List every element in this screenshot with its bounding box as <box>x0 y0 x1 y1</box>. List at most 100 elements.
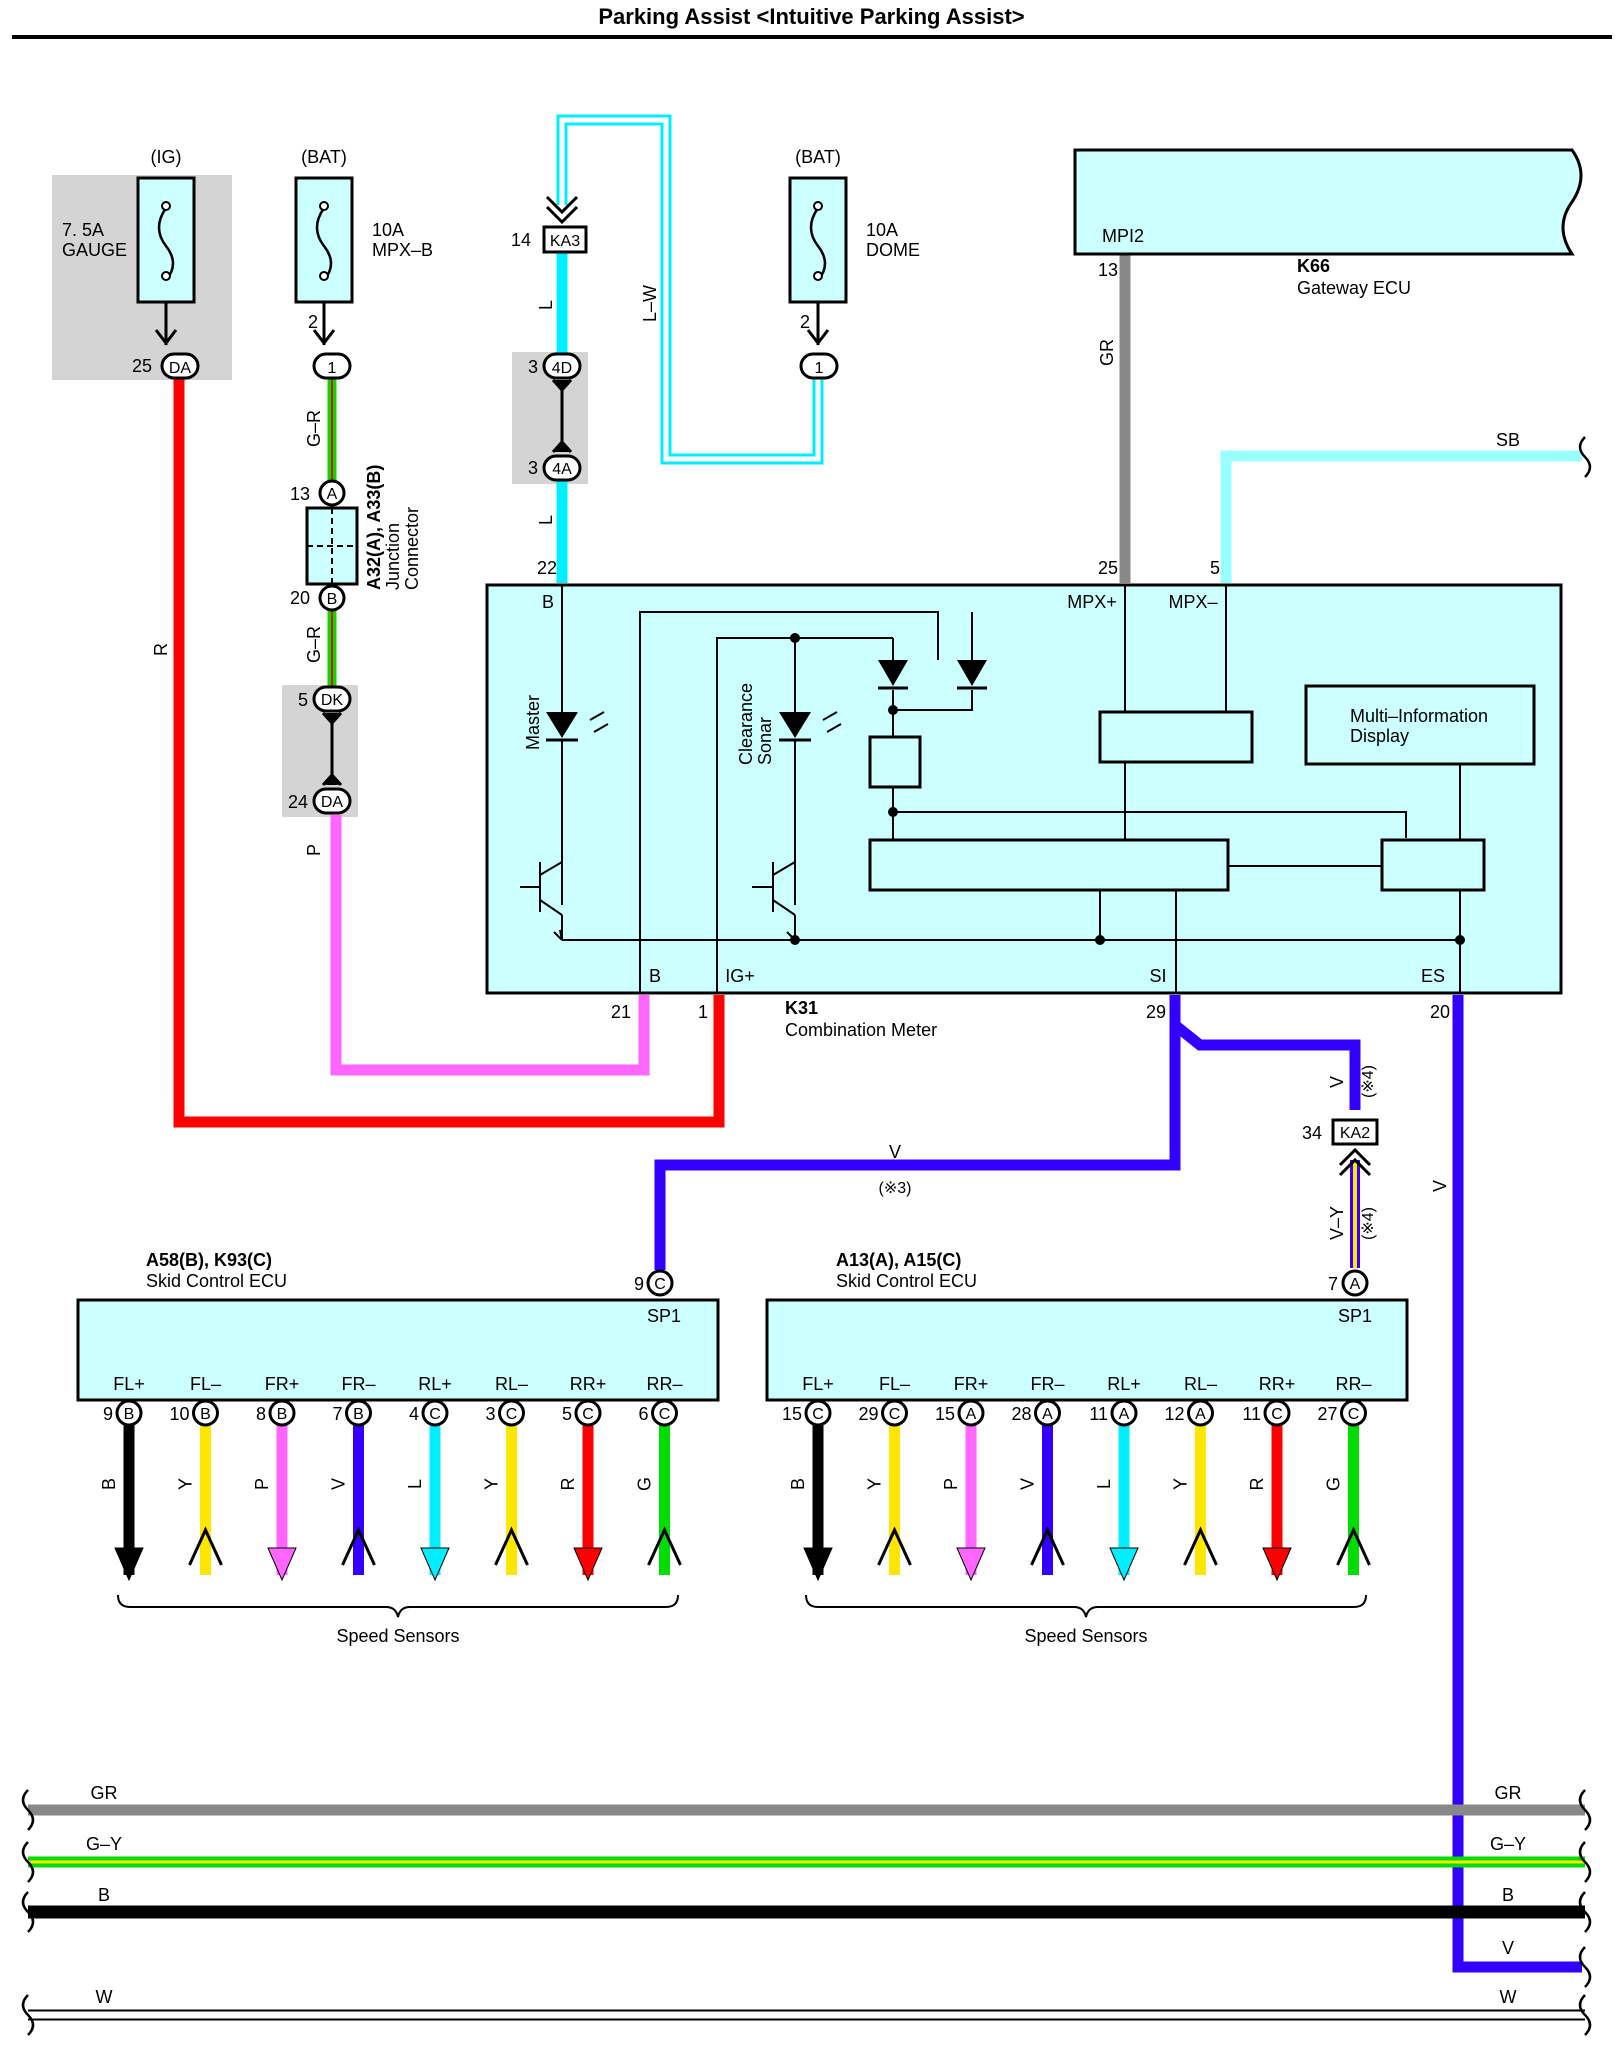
meter-name: Combination Meter <box>785 1020 937 1040</box>
bus-gy-label: G–Y <box>86 1834 122 1854</box>
wire-v-right <box>1452 995 1582 1973</box>
right-wire-label: V <box>1018 1478 1038 1490</box>
fuse-gauge-source: (IG) <box>151 147 182 167</box>
left-pin-label: 4 <box>409 1404 419 1424</box>
junction-name: A32(A), A33(B) <box>364 465 384 590</box>
gateway-pin: 13 <box>1098 260 1118 280</box>
meter-clearance-1: Clearance <box>736 683 756 765</box>
meter-pin-ig: 1 <box>698 1002 708 1022</box>
left-term-label: RL+ <box>418 1374 452 1394</box>
ecu-right-code: A13(A), A15(C) <box>836 1250 961 1270</box>
da2-label: DA <box>321 794 344 811</box>
sensor-wires-right: FL+C15BFL–C29YFR+A15PFR–A28VRL+A11LRL–A1… <box>782 1374 1372 1582</box>
da2-pin: 24 <box>288 792 308 812</box>
left-wire-label: B <box>99 1478 119 1490</box>
meter-term-b-top: B <box>542 592 554 612</box>
ka3-label: KA3 <box>550 233 580 250</box>
left-wire-label: Y <box>482 1478 502 1490</box>
junction-pin-a: 13 <box>290 484 310 504</box>
right-conn-label: A <box>1042 1406 1053 1423</box>
sensor-wires-left: FL+B9BFL–B10YFR+B8PFR–B7VRL+C4LRL–C3YRR+… <box>99 1374 683 1582</box>
left-terminal-7: RR–C6G <box>635 1374 683 1575</box>
left-term-label: FL– <box>190 1374 221 1394</box>
junction-connector <box>305 506 359 586</box>
wire-label-gr2: G–R <box>304 626 324 663</box>
bus-b-label-r: B <box>1502 1885 1514 1905</box>
bus-gr-label: GR <box>91 1783 118 1803</box>
page-title: Parking Assist <Intuitive Parking Assist… <box>598 4 1025 29</box>
ecu-right-sp-pin: 7 <box>1328 1274 1338 1294</box>
right-wire-label: R <box>1247 1478 1267 1491</box>
left-wire-label: P <box>252 1478 272 1490</box>
wire-label-note4b: (※4) <box>1360 1207 1377 1240</box>
left-terminal-5: RL–C3Y <box>482 1374 529 1575</box>
left-term-label: FR– <box>341 1374 375 1394</box>
right-term-label: RR– <box>1335 1374 1371 1394</box>
fuse-mpx-conn: 1 <box>328 360 337 377</box>
wire-l-w <box>556 114 824 465</box>
left-pin-label: 3 <box>485 1404 495 1424</box>
wire-label-v-mid: V <box>889 1142 901 1162</box>
left-wire-label: V <box>329 1478 349 1490</box>
fuse-gauge-pin: 25 <box>132 356 152 376</box>
right-wire-label: L <box>1094 1479 1114 1489</box>
gateway-terminal: MPI2 <box>1102 226 1144 246</box>
meter-mid-1: Multi–Information <box>1350 706 1488 726</box>
wire-label-v-meter: V <box>1327 1076 1347 1088</box>
meter-pin-mpx-minus: 5 <box>1210 558 1220 578</box>
junction-desc-2: Connector <box>402 507 422 590</box>
wire-label-r: R <box>151 643 171 656</box>
wire-label-note3: (※3) <box>879 1180 912 1197</box>
right-term-label: FL+ <box>802 1374 834 1394</box>
wire-label-l2: L <box>536 515 556 525</box>
left-term-label: RL– <box>495 1374 528 1394</box>
left-pin-label: 8 <box>256 1404 266 1424</box>
gateway-ecu <box>1073 148 1583 256</box>
title-rule <box>12 35 1612 39</box>
right-wire-label: Y <box>865 1478 885 1490</box>
right-term-label: FL– <box>879 1374 910 1394</box>
fuse-mpx-b <box>294 176 354 304</box>
wire-label-vy: V–Y <box>1327 1206 1347 1240</box>
meter-term-mpx-plus: MPX+ <box>1067 592 1117 612</box>
right-term-label: RL– <box>1184 1374 1217 1394</box>
left-terminal-3: FR–B7V <box>329 1374 376 1575</box>
ka3-pin: 14 <box>511 230 531 250</box>
skid-ecu-left-box <box>76 1298 720 1402</box>
fuse-gauge <box>136 176 196 304</box>
right-pin-label: 15 <box>782 1404 802 1424</box>
right-pin-label: 11 <box>1089 1404 1108 1424</box>
right-wire-label: P <box>941 1478 961 1490</box>
left-conn-label: B <box>277 1406 288 1423</box>
ecu-right-sensors: Speed Sensors <box>1024 1626 1147 1646</box>
wire-v-to-ka2 <box>1171 1020 1361 1110</box>
meter-term-si: SI <box>1149 966 1166 986</box>
bus-w-label: W <box>96 1987 113 2007</box>
ecu-left-sp-term: SP1 <box>647 1306 681 1326</box>
left-conn-label: B <box>200 1406 211 1423</box>
connector-ovals <box>160 225 1379 1297</box>
left-term-label: RR– <box>646 1374 682 1394</box>
fuse-gauge-name: GAUGE <box>62 240 127 260</box>
meter-term-b-bot: B <box>649 966 661 986</box>
wire-label-sb: SB <box>1496 430 1520 450</box>
left-term-label: FL+ <box>113 1374 145 1394</box>
bus-v-label: V <box>1502 1938 1514 1958</box>
right-pin-label: 27 <box>1317 1404 1337 1424</box>
c4d-pin: 3 <box>528 357 538 377</box>
wire-p <box>330 815 650 1076</box>
left-wire-label: Y <box>176 1478 196 1490</box>
left-terminal-4: RL+C4L <box>405 1374 452 1582</box>
junction-conn-b: B <box>327 591 338 608</box>
left-wire-label: G <box>635 1477 655 1491</box>
junction-conn-a: A <box>327 486 338 503</box>
fuse-dome-rating: 10A <box>866 220 898 240</box>
wire-label-v-right: V <box>1430 1180 1450 1192</box>
brace-left <box>117 1594 679 1618</box>
meter-clearance-2: Sonar <box>755 717 775 765</box>
fuse-dome-conn: 1 <box>815 360 824 377</box>
right-conn-label: C <box>889 1406 901 1423</box>
